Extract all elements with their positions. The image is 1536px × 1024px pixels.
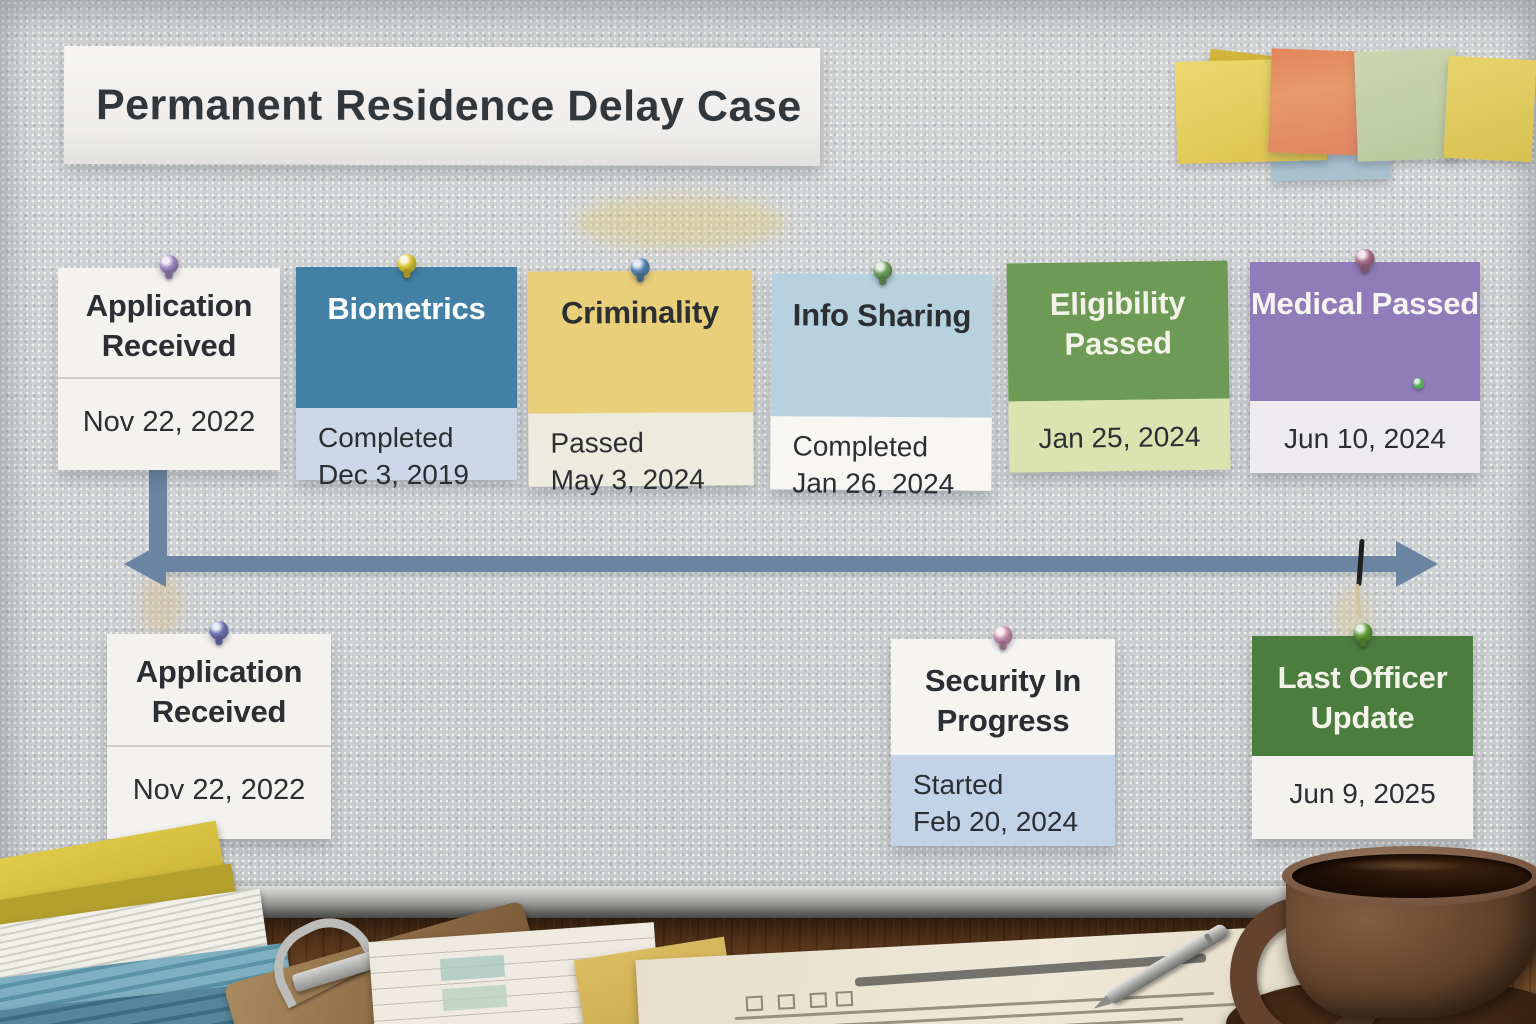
push-pin-icon xyxy=(872,260,892,281)
card-title: Biometrics xyxy=(327,291,486,326)
card-status: Started xyxy=(913,768,1004,800)
card-status: Passed xyxy=(550,426,644,459)
wall-smudge xyxy=(575,196,785,248)
card-body: Passed May 3, 2024 xyxy=(528,412,754,495)
document-checkbox xyxy=(777,993,796,1010)
card-date: Jun 10, 2024 xyxy=(1284,423,1446,455)
card-date: Jun 9, 2025 xyxy=(1289,777,1436,809)
coffee-surface xyxy=(1292,854,1532,898)
card-eligibility-passed: Eligibility Passed Jan 25, 2024 xyxy=(1006,260,1231,473)
card-status: Completed xyxy=(792,429,929,462)
card-body: Nov 22, 2022 xyxy=(107,744,331,839)
card-security-in-progress: Security In Progress Started Feb 20, 202… xyxy=(891,626,1115,846)
card-date: Dec 3, 2019 xyxy=(318,458,469,490)
card-body: Jun 9, 2025 xyxy=(1252,755,1473,839)
push-pin-icon xyxy=(630,257,650,278)
card-header: Info Sharing xyxy=(770,273,993,418)
card-date: Feb 20, 2024 xyxy=(913,805,1079,837)
card-body: Nov 22, 2022 xyxy=(58,377,280,470)
form-cell xyxy=(441,984,508,1012)
push-pin-icon xyxy=(1355,249,1375,268)
card-header: Last Officer Update xyxy=(1252,636,1473,756)
card-date: Jan 25, 2024 xyxy=(1038,420,1201,455)
card-criminality: Criminality Passed May 3, 2024 xyxy=(527,257,754,495)
card-info-sharing: Info Sharing Completed Jan 26, 2024 xyxy=(770,260,993,499)
card-body: Completed Jan 26, 2024 xyxy=(770,415,992,499)
card-title: Last Officer Update xyxy=(1277,660,1448,736)
document-checkbox xyxy=(745,995,764,1012)
card-body: Jun 10, 2024 xyxy=(1250,401,1480,473)
card-status: Completed xyxy=(318,421,454,453)
timeline-arrow xyxy=(158,556,1410,572)
timeline-arrowhead-left-icon xyxy=(124,541,166,587)
sticky-note xyxy=(1268,48,1367,156)
document-checkbox xyxy=(835,990,854,1007)
card-title: Security In Progress xyxy=(924,663,1082,739)
card-body: Completed Dec 3, 2019 xyxy=(296,407,517,490)
card-header: Application Received xyxy=(58,268,280,378)
push-pin-icon xyxy=(993,626,1013,645)
push-pin-icon xyxy=(397,254,416,273)
push-pin-icon xyxy=(159,255,179,274)
mug-rim xyxy=(1282,846,1536,906)
card-date: Nov 22, 2022 xyxy=(82,406,256,439)
card-header: Medical Passed xyxy=(1250,262,1480,402)
page-title: Permanent Residence Delay Case xyxy=(95,80,802,131)
card-header: Security In Progress xyxy=(891,639,1115,755)
card-title: Eligibility Passed xyxy=(1049,285,1186,363)
card-header: Criminality xyxy=(527,270,754,414)
card-application-received-top: Application Received Nov 22, 2022 xyxy=(58,255,280,470)
card-header: Application Received xyxy=(107,634,331,745)
card-date: May 3, 2024 xyxy=(550,463,705,496)
card-medical-passed: Medical Passed Jun 10, 2024 xyxy=(1250,249,1480,473)
card-header: Eligibility Passed xyxy=(1006,260,1230,402)
push-pin-icon xyxy=(209,621,229,640)
card-biometrics: Biometrics Completed Dec 3, 2019 xyxy=(296,254,517,490)
card-last-officer-update: Last Officer Update Jun 9, 2025 xyxy=(1252,623,1473,839)
card-title: Criminality xyxy=(560,294,720,331)
mini-pin-icon xyxy=(1413,378,1425,390)
card-date: Jan 26, 2024 xyxy=(792,466,955,500)
push-pin-icon xyxy=(1353,623,1372,642)
card-title: Application Received xyxy=(135,654,303,730)
card-header: Biometrics xyxy=(296,267,517,408)
timeline-arrowhead-right-icon xyxy=(1396,541,1438,587)
card-title: Application Received xyxy=(85,288,253,364)
card-application-received-bottom: Application Received Nov 22, 2022 xyxy=(107,621,331,839)
card-body: Jan 25, 2024 xyxy=(1008,398,1231,473)
card-title: Info Sharing xyxy=(792,297,972,334)
card-title: Medical Passed xyxy=(1250,286,1480,321)
card-body: Started Feb 20, 2024 xyxy=(891,754,1115,846)
sticky-note xyxy=(1443,55,1536,163)
form-cell xyxy=(439,954,506,982)
card-date: Nov 22, 2022 xyxy=(132,773,306,806)
document-checkbox xyxy=(809,992,828,1009)
title-banner: Permanent Residence Delay Case xyxy=(63,46,821,166)
